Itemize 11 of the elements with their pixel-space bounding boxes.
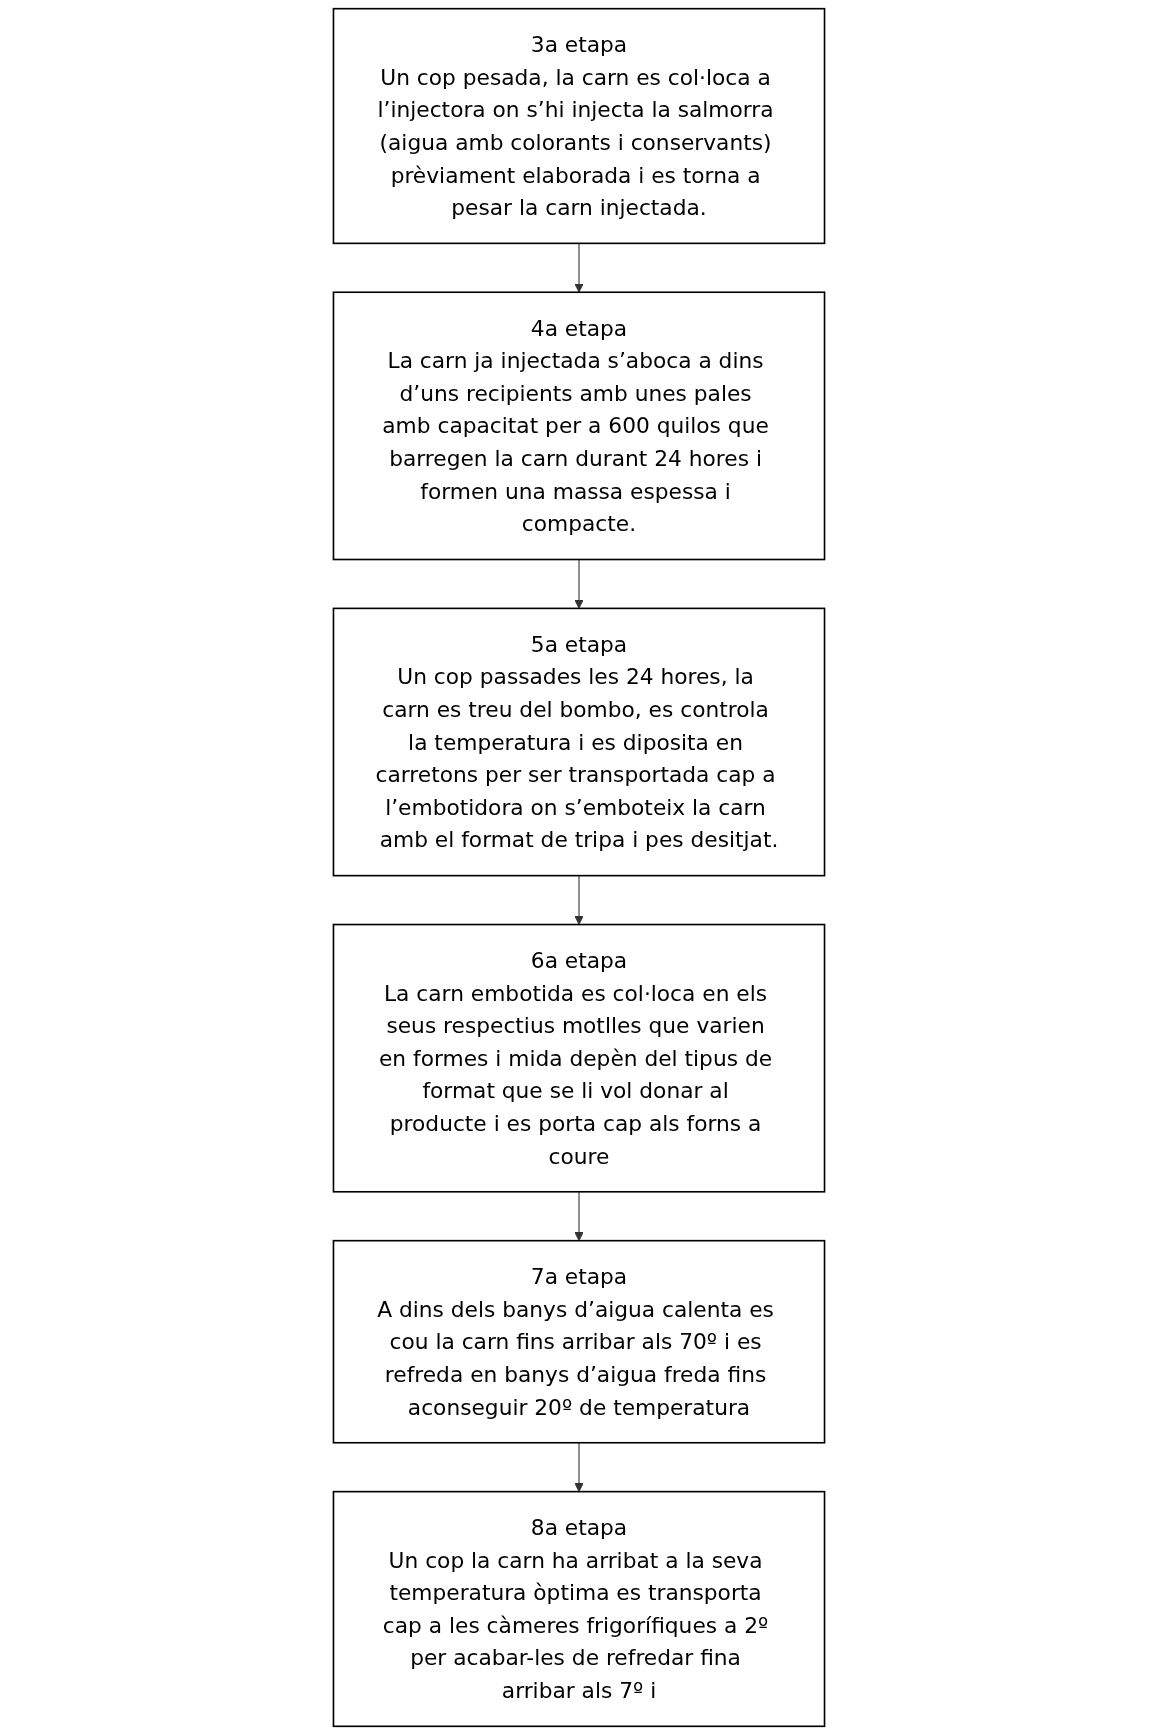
node-box xyxy=(332,923,826,1193)
node-box xyxy=(332,1490,826,1728)
node-box xyxy=(332,607,826,877)
arrow xyxy=(574,875,584,925)
node-box xyxy=(332,7,826,245)
arrow xyxy=(574,1191,584,1242)
node-box xyxy=(332,291,826,561)
arrow xyxy=(574,242,584,293)
node-box xyxy=(332,1239,826,1444)
arrow xyxy=(574,558,584,609)
arrow xyxy=(574,1442,584,1493)
